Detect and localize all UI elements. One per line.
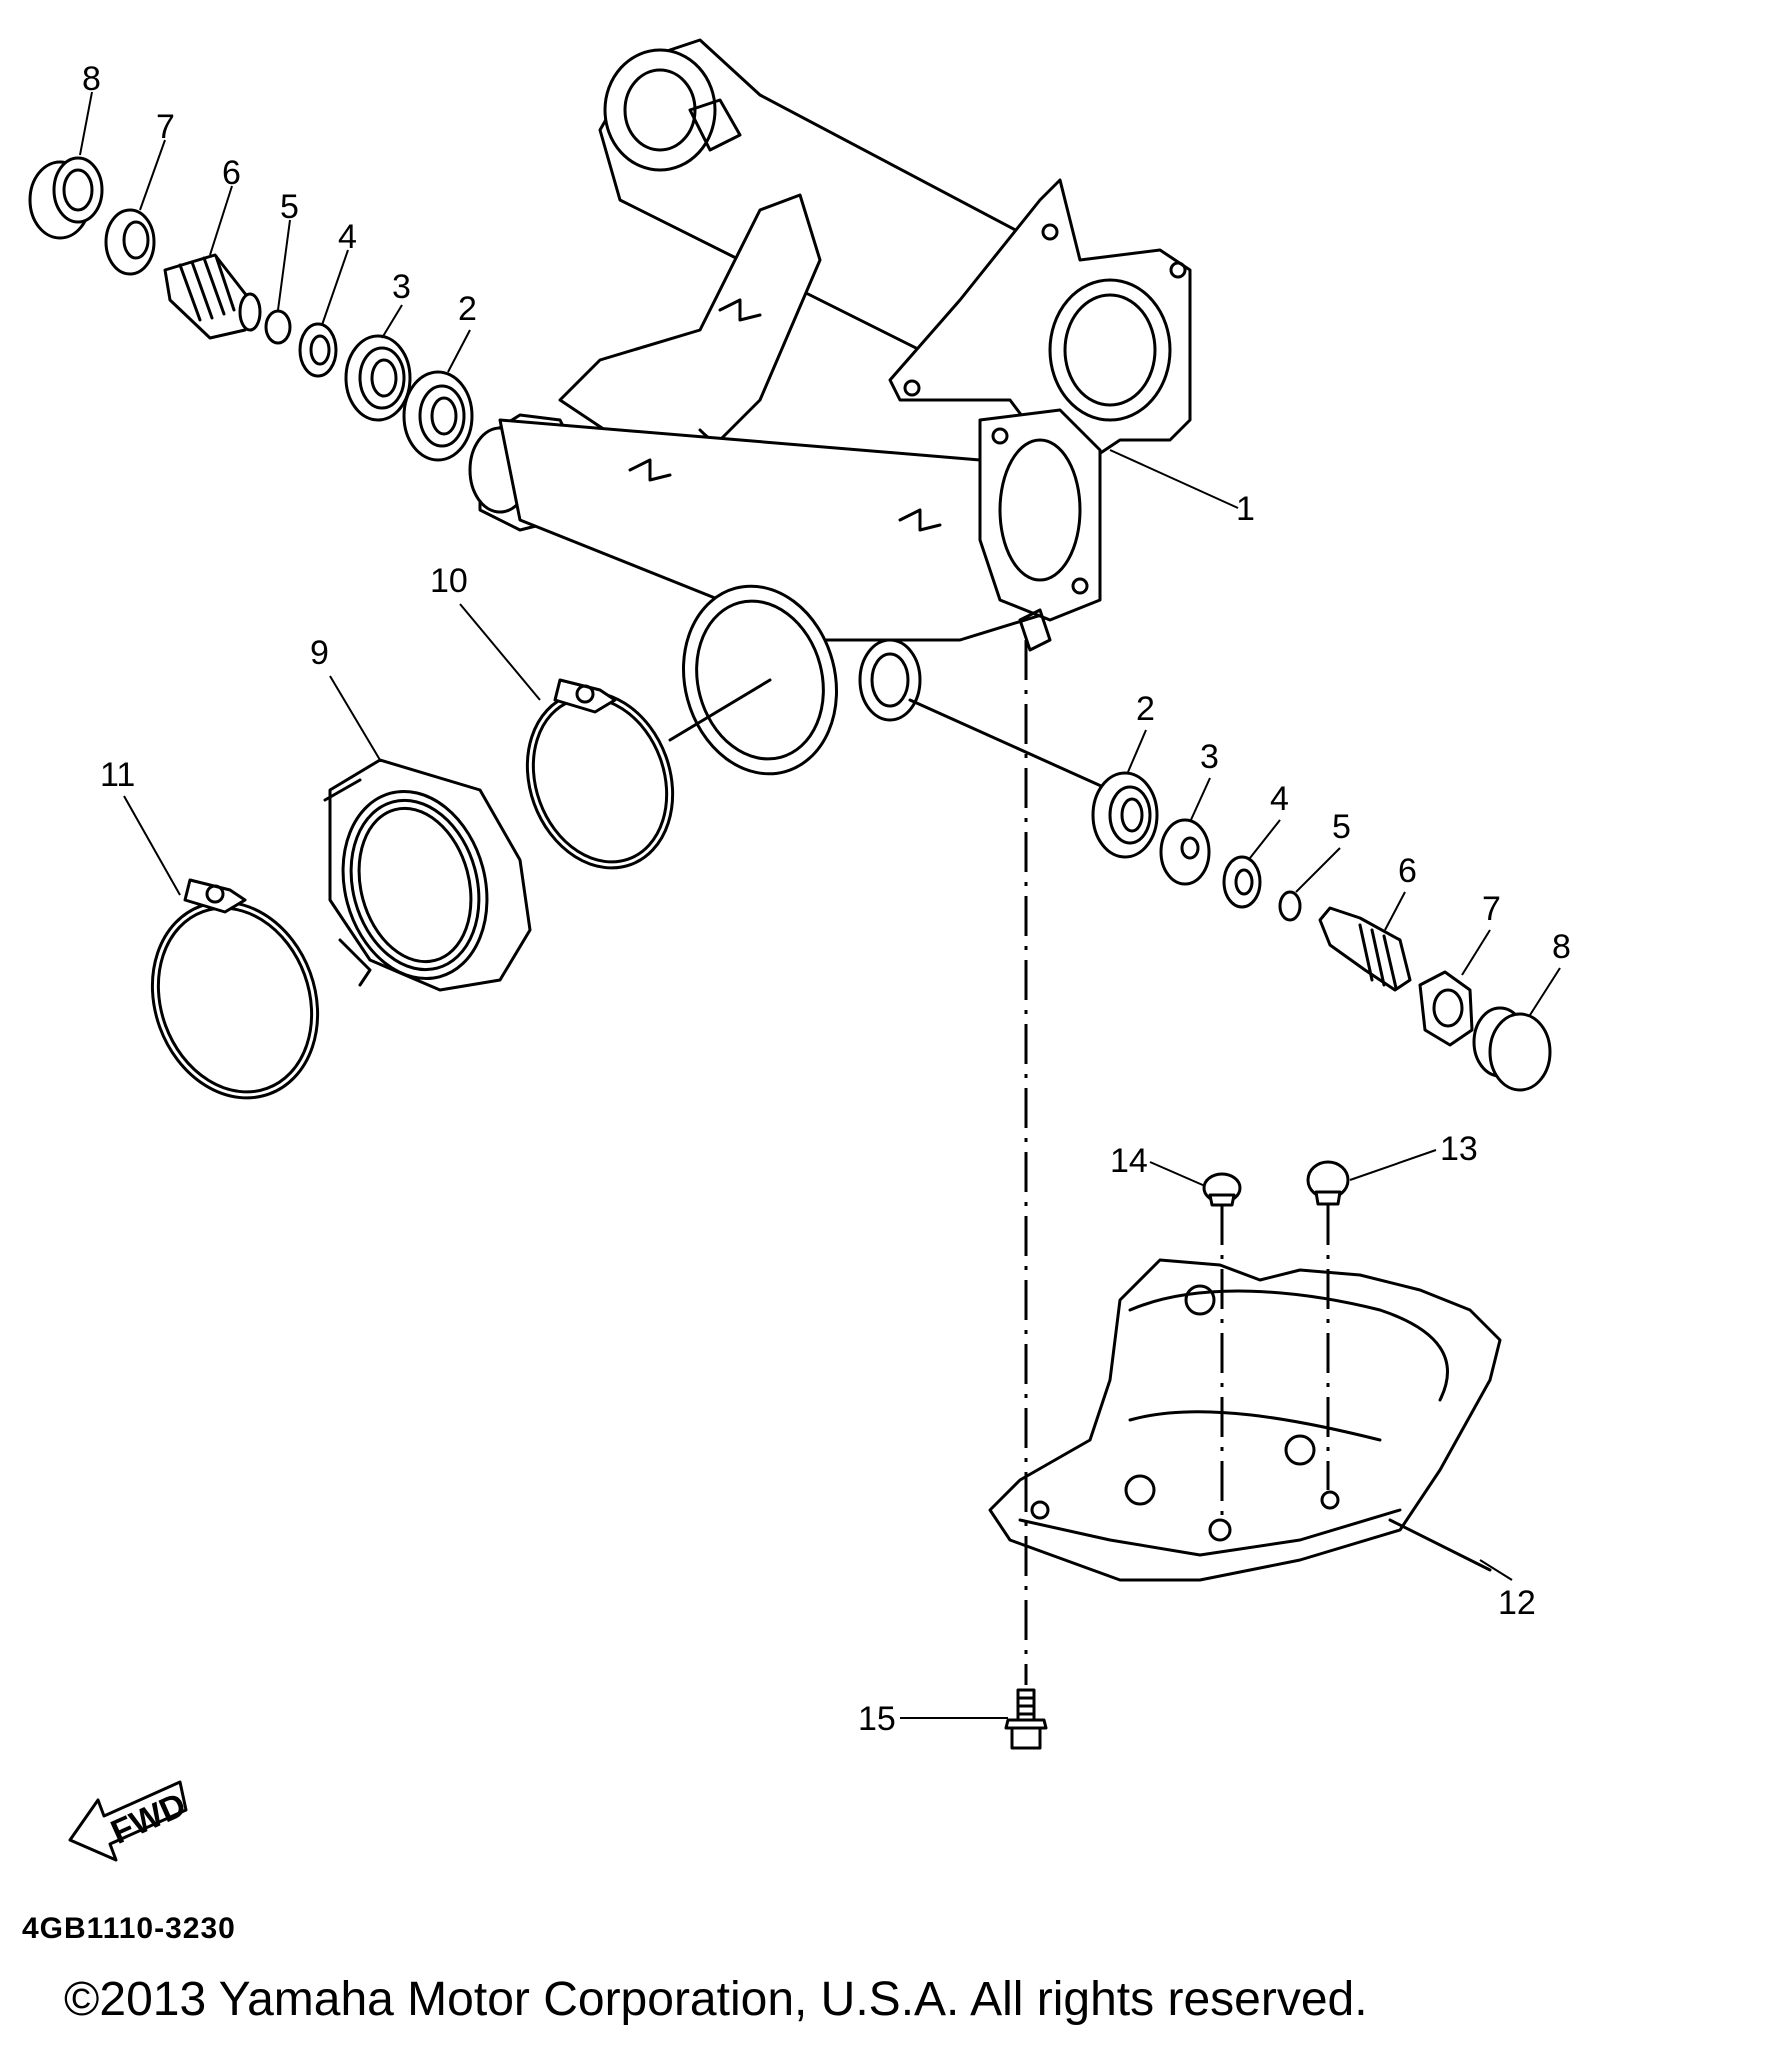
part-8-cap-right [1472,1006,1552,1092]
part-3-washer-right [1159,818,1211,886]
part-6-shaft-left [163,253,262,340]
part-11-clamp [150,878,320,1100]
part-12-skid-plate [988,1258,1502,1582]
part-3-bearing-left [344,334,412,422]
callout-3-right: 3 [1200,738,1219,776]
callout-14: 14 [1110,1142,1148,1180]
callout-7-right: 7 [1482,890,1501,928]
callout-7-left: 7 [156,108,175,146]
callout-15: 15 [858,1700,896,1738]
part-8-cap-left [28,156,104,240]
left-pivot-hardware [28,156,474,462]
part-15-bolt [1004,1688,1048,1750]
part-2-bearing-left [402,370,474,462]
callout-8-right: 8 [1552,928,1571,966]
swingarm [468,38,1192,776]
callout-2-left: 2 [458,290,477,328]
part-5-oring-right [1278,890,1302,922]
part-13-grommet [1306,1160,1350,1206]
copyright-notice: ©2013 Yamaha Motor Corporation, U.S.A. A… [64,1973,1368,2026]
callout-2-right: 2 [1136,690,1155,728]
part-7-nut-left [104,208,156,276]
callout-6-right: 6 [1398,852,1417,890]
callout-11: 11 [100,756,135,794]
part-5-oring-left [264,309,292,345]
right-pivot-hardware [908,698,1552,1092]
callout-1: 1 [1236,490,1255,528]
part-9-boot [323,758,532,992]
callout-8-left: 8 [82,60,101,98]
part-2-bearing-right [1091,771,1159,859]
callout-5-right: 5 [1332,808,1351,846]
callout-6-left: 6 [222,154,241,192]
fwd-arrow-icon: FWD [68,1780,192,1862]
drawing-code: 4GB1110-3230 [22,1912,236,1945]
callout-9: 9 [310,634,329,672]
callout-3-left: 3 [392,268,411,306]
callout-13: 13 [1440,1130,1478,1168]
part-4-washer-left [298,322,338,378]
part-7-nut-right [1418,970,1474,1047]
callout-5-left: 5 [280,188,299,226]
callout-numbers: 8 7 6 5 4 3 2 1 10 9 11 2 3 4 5 6 7 8 13… [82,60,1571,1738]
part-10-clamp [525,678,772,870]
callout-10: 10 [430,562,468,600]
callout-4-right: 4 [1270,780,1289,818]
callout-4-left: 4 [338,218,357,256]
part-14-grommet [1202,1172,1242,1207]
part-4-washer-right [1222,855,1262,909]
leader-lines [79,91,1561,1719]
part-6-shaft-right [1318,906,1412,992]
callout-12: 12 [1498,1584,1536,1622]
